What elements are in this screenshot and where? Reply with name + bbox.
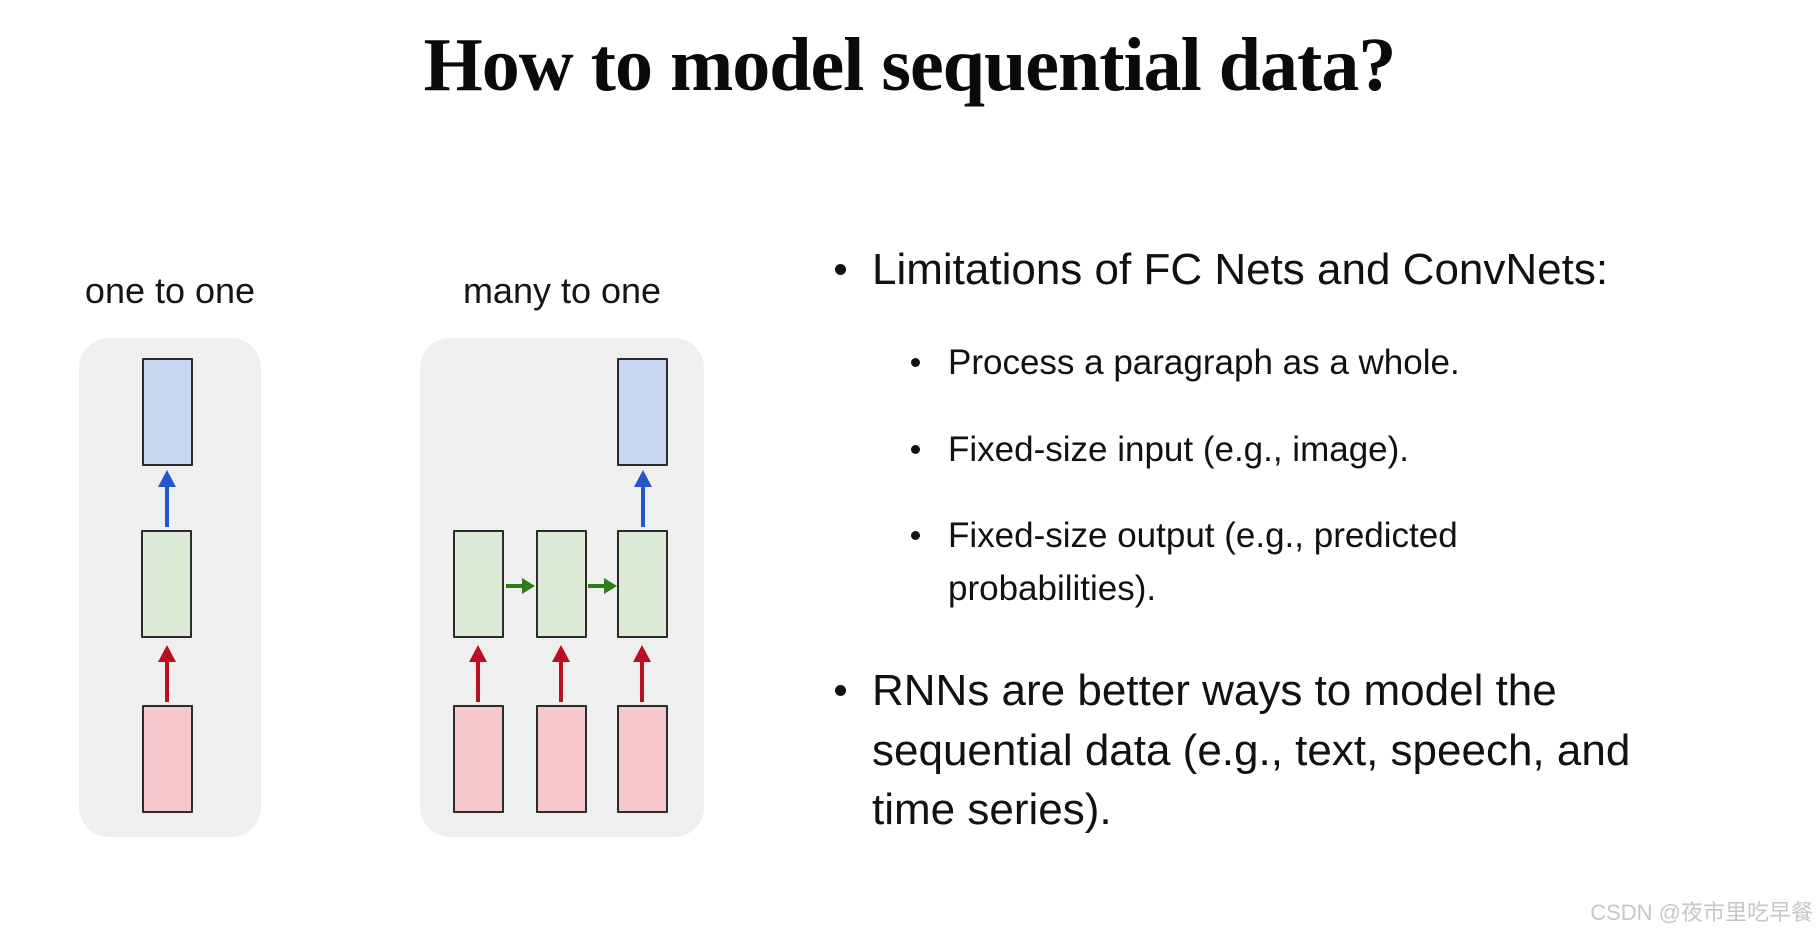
sub-bullet-fixed-output: Fixed-size output (e.g., predicted proba… xyxy=(911,510,1815,615)
output-box xyxy=(617,358,668,466)
limitations-sublist: Process a paragraph as a whole. Fixed-si… xyxy=(911,337,1815,615)
red-input-arrow-icon xyxy=(633,645,651,702)
red-input-arrow-icon xyxy=(158,645,176,702)
bullet-dot xyxy=(835,685,846,697)
green-recurrent-arrow-icon xyxy=(588,577,617,595)
slide-title: How to model sequential data? xyxy=(423,23,1397,107)
blue-output-arrow-icon xyxy=(158,470,176,527)
hidden-box xyxy=(453,530,504,638)
diagram-label-many-to-one: many to one xyxy=(462,270,662,311)
sub-bullet-paragraph: Process a paragraph as a whole. xyxy=(911,337,1815,390)
sub-bullet-fixed-input: Fixed-size input (e.g., image). xyxy=(911,424,1815,477)
red-input-arrow-icon xyxy=(469,645,487,702)
hidden-box xyxy=(617,530,668,638)
input-box xyxy=(536,705,587,813)
diagram-label-one-to-one: one to one xyxy=(84,270,256,311)
input-box xyxy=(617,705,668,813)
bullet-limitations: Limitations of FC Nets and ConvNets: xyxy=(835,240,1815,299)
watermark: CSDN @夜市里吃早餐 xyxy=(1590,900,1813,925)
bullet-dot xyxy=(911,444,920,454)
bullet-rnns-text: RNNs are better ways to model the sequen… xyxy=(872,666,1631,835)
green-recurrent-arrow-icon xyxy=(506,577,535,595)
input-box xyxy=(142,705,193,813)
sub-bullet-paragraph-text: Process a paragraph as a whole. xyxy=(948,343,1460,383)
content-bullets: Limitations of FC Nets and ConvNets: Pro… xyxy=(835,240,1815,840)
sub-bullet-fixed-output-text: Fixed-size output (e.g., predicted proba… xyxy=(948,516,1458,608)
bullet-dot xyxy=(911,358,920,368)
bullet-limitations-text: Limitations of FC Nets and ConvNets: xyxy=(872,245,1609,294)
sub-bullet-fixed-input-text: Fixed-size input (e.g., image). xyxy=(948,429,1410,469)
hidden-box xyxy=(536,530,587,638)
blue-output-arrow-icon xyxy=(634,470,652,527)
bullet-dot xyxy=(911,531,920,541)
bullet-rnns: RNNs are better ways to model the sequen… xyxy=(835,661,1815,839)
output-box xyxy=(142,358,193,466)
hidden-box xyxy=(141,530,192,638)
bullet-dot xyxy=(835,264,846,275)
input-box xyxy=(453,705,504,813)
red-input-arrow-icon xyxy=(552,645,570,702)
